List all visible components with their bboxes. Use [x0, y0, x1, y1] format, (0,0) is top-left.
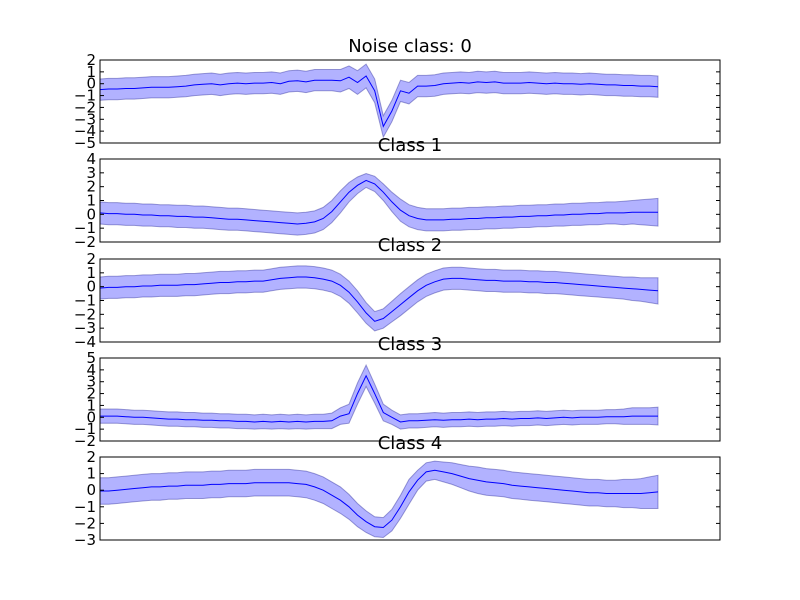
class-2-ytick-label: 0 — [86, 278, 96, 296]
class-4-ytick-label: −3 — [74, 531, 96, 549]
class-3-title: Class 3 — [378, 334, 443, 355]
noise-class-0-ytick-label: 2 — [86, 51, 96, 69]
class-1-ytick-label: 4 — [86, 150, 96, 168]
class-1-band — [99, 172, 659, 236]
class-3-ytick-label: 2 — [86, 385, 96, 403]
class-1-ytick-label: −1 — [74, 219, 96, 237]
class-3-ytick-label: 4 — [86, 361, 96, 379]
class-4-band — [99, 460, 659, 539]
class-1-ytick-label: 1 — [86, 192, 96, 210]
class-3-ytick-label: 3 — [86, 373, 96, 391]
class-3-mean-line — [100, 374, 658, 423]
noise-class-0-mean-line — [99, 75, 659, 128]
class-3-band — [99, 363, 659, 430]
class-2-ytick-label: −3 — [74, 319, 96, 337]
class-4-ytick-label: 0 — [86, 481, 96, 499]
class-2-ytick-label: 2 — [86, 250, 96, 268]
class-1-ytick-label: 2 — [86, 178, 96, 196]
class-1-ytick-label: 0 — [86, 205, 96, 223]
class-2-ytick-label: 1 — [86, 264, 96, 282]
class-1-ytick-label: 3 — [86, 164, 96, 182]
class-3-axes-frame — [99, 357, 721, 442]
class-2-ytick-label: −4 — [74, 333, 96, 351]
class-3-ytick-label: 1 — [86, 396, 96, 414]
class-2-title: Class 2 — [378, 235, 443, 256]
noise-class-0-ytick-label: −4 — [74, 122, 96, 140]
class-4-ytick-label: 2 — [86, 448, 96, 466]
class-2-mean-line — [99, 276, 659, 322]
class-2-ytick-label: −1 — [74, 292, 96, 310]
class-4-axes-frame — [99, 456, 721, 541]
class-2-band — [99, 265, 659, 332]
noise-class-0-ytick-label: −1 — [74, 87, 96, 105]
class-4-ytick-label: 1 — [86, 465, 96, 483]
class-2-ytick-label: −2 — [74, 305, 96, 323]
noise-class-0-axes-frame — [99, 59, 721, 144]
class-1-mean-line — [99, 179, 658, 225]
noise-class-0-ytick-label: 1 — [86, 63, 96, 81]
noise-class-0-ytick-label: −5 — [74, 134, 96, 152]
noise-class-0-ytick-label: −2 — [74, 98, 96, 116]
class-3-ytick-label: 5 — [86, 349, 96, 367]
class-4-mean-line — [100, 469, 659, 529]
class-3-ytick-label: −1 — [74, 420, 96, 438]
noise-class-0-title: Noise class: 0 — [348, 36, 472, 57]
noise-class-0-ytick-label: 0 — [86, 75, 96, 93]
class-3-ytick-label: 0 — [86, 408, 96, 426]
class-1-ytick-label: −2 — [74, 233, 96, 251]
noise-class-0-ytick-label: −3 — [74, 110, 96, 128]
class-4-title: Class 4 — [378, 433, 443, 454]
class-4-ytick-label: −1 — [74, 498, 96, 516]
class-4-ytick-label: −2 — [74, 514, 96, 532]
class-3-ytick-label: −2 — [74, 432, 96, 450]
class-1-title: Class 1 — [378, 135, 443, 156]
noise-class-0-band — [99, 63, 659, 139]
